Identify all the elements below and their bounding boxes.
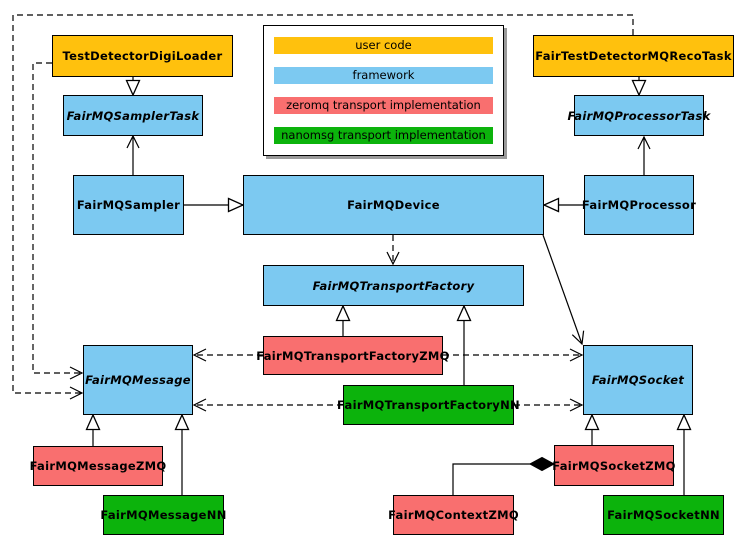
legend-box: user code framework zeromq transport imp… <box>263 25 504 156</box>
edge-recotask-message-dependency <box>12 14 634 400</box>
class-fairmqsamplertask: FairMQSamplerTask <box>63 95 203 136</box>
class-fairmqtransportfactory: FairMQTransportFactory <box>263 265 524 306</box>
legend-item-nanomsg: nanomsg transport implementation <box>274 127 493 144</box>
class-fairmqmessagenn: FairMQMessageNN <box>100 495 226 535</box>
legend-item-zeromq: zeromq transport implementation <box>274 97 493 114</box>
class-fairmqsocket: FairMQSocket <box>583 345 693 415</box>
legend-item-user-code: user code <box>274 37 493 54</box>
edge-device-socket-association <box>542 234 585 346</box>
class-fairmqsocketzmq: FairMQSocketZMQ <box>552 445 675 486</box>
class-fairmqprocessor: FairMQProcessor <box>582 175 696 235</box>
class-fairmqsocketnn: FairMQSocketNN <box>603 495 724 535</box>
legend-item-framework: framework <box>274 67 493 84</box>
class-fairmqtransportfactoryzmq: FairMQTransportFactoryZMQ <box>256 336 449 375</box>
edge-contextzmq-socketzmq-composition <box>452 456 556 495</box>
class-fairmqsampler: FairMQSampler <box>73 175 184 235</box>
class-fairmqcontextzmq: FairMQContextZMQ <box>388 495 519 535</box>
class-testdetectordigiloader: TestDetectorDigiLoader <box>52 35 233 77</box>
edge-digiloader-message-dependency <box>32 62 84 380</box>
class-fairmqdevice: FairMQDevice <box>243 175 544 235</box>
class-fairmqmessagezmq: FairMQMessageZMQ <box>30 446 166 486</box>
class-fairmqmessage: FairMQMessage <box>83 345 193 415</box>
class-fairmqprocessortask: FairMQProcessorTask <box>567 95 710 136</box>
class-fairtestdetectormqrecotask: FairTestDetectorMQRecoTask <box>533 35 734 77</box>
class-fairmqtransportfactorynn: FairMQTransportFactoryNN <box>337 385 520 425</box>
